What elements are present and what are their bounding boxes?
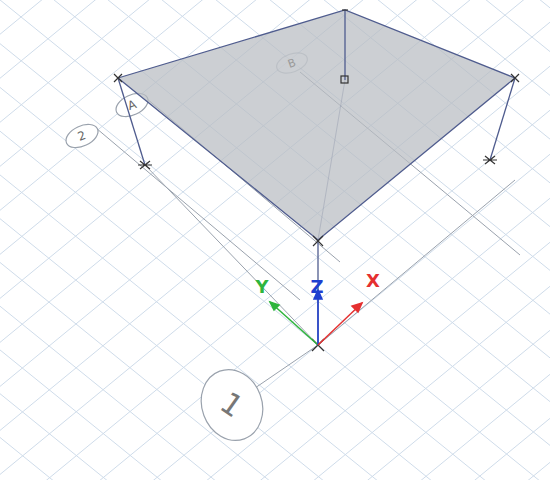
axis-label: Y xyxy=(255,278,268,296)
support-symbols xyxy=(114,10,519,351)
axis-label: Z xyxy=(310,278,323,296)
floor-slab xyxy=(118,10,515,240)
global-axes xyxy=(270,290,362,345)
axis-label: X xyxy=(366,272,380,290)
columns xyxy=(118,10,515,345)
